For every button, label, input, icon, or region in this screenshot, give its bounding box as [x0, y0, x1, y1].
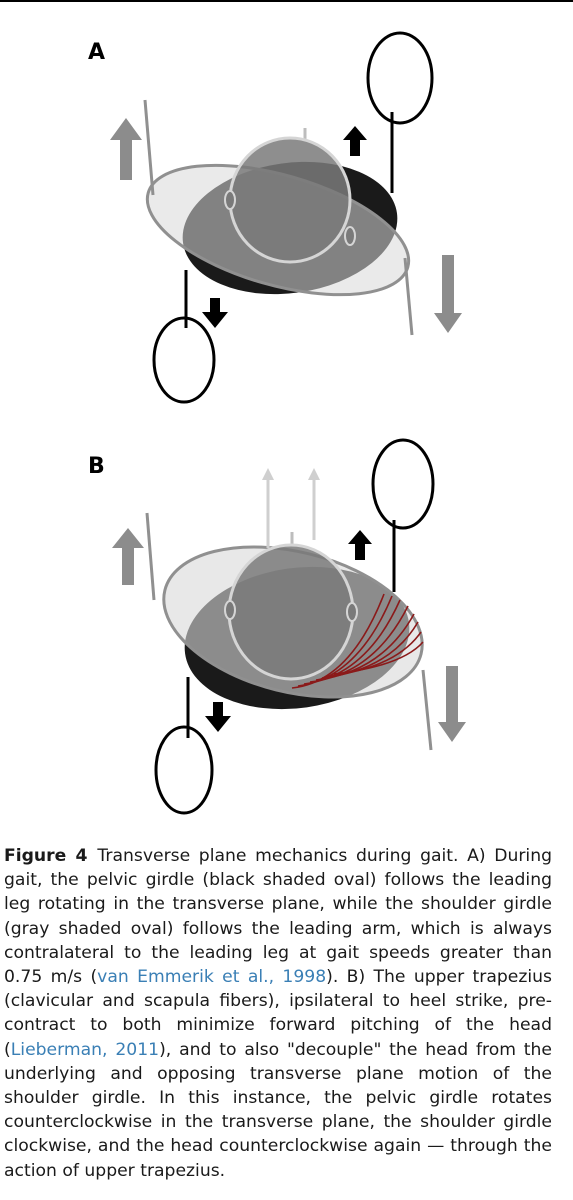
leading-arm-line [145, 512, 156, 601]
trailing-arm-line [403, 257, 414, 336]
caption-text-1: Transverse plane mechanics during gait. … [4, 846, 552, 988]
left-ear [224, 600, 236, 620]
reference-link-lieberman[interactable]: Lieberman, 2011 [10, 1039, 160, 1060]
panel-b: B [0, 420, 573, 825]
black-arrow-up [343, 126, 367, 156]
panel-a-diagram [110, 31, 462, 404]
top-rule [0, 0, 573, 2]
trailing-foot-oval [152, 316, 216, 404]
gray-arrow-up [112, 528, 144, 585]
trailing-arm-line [421, 669, 433, 751]
reference-link-van-emmerik[interactable]: van Emmerik et al., 1998 [97, 967, 327, 988]
gray-arrow-down [434, 255, 462, 333]
left-ear [224, 190, 236, 210]
head-oval [228, 136, 352, 264]
figure-label: Figure 4 [4, 846, 88, 866]
black-arrow-down [202, 298, 228, 328]
caption-text-3: ), and to also "decouple" the head from … [4, 1039, 552, 1181]
panel-label-a: A [88, 40, 106, 65]
black-arrow-up [348, 530, 372, 560]
panel-a: A [0, 0, 573, 420]
head-pitch-arrows [262, 468, 320, 548]
head-oval [227, 543, 355, 681]
gray-arrow-up [110, 118, 142, 180]
upper-trapezius-fibers [291, 593, 424, 689]
leading-foot-oval [366, 31, 434, 125]
right-ear [346, 602, 358, 622]
black-arrow-down [205, 702, 231, 732]
leading-foot-oval [371, 438, 435, 530]
panel-label-b: B [88, 454, 105, 479]
right-ear [344, 226, 356, 246]
caption-text-2: ). B) The upper trapezius (clavicular an… [4, 967, 552, 1060]
leading-arm-line [143, 99, 155, 196]
gray-arrow-down [438, 666, 466, 742]
trailing-foot-oval [154, 725, 214, 815]
panel-b-diagram [112, 438, 466, 815]
